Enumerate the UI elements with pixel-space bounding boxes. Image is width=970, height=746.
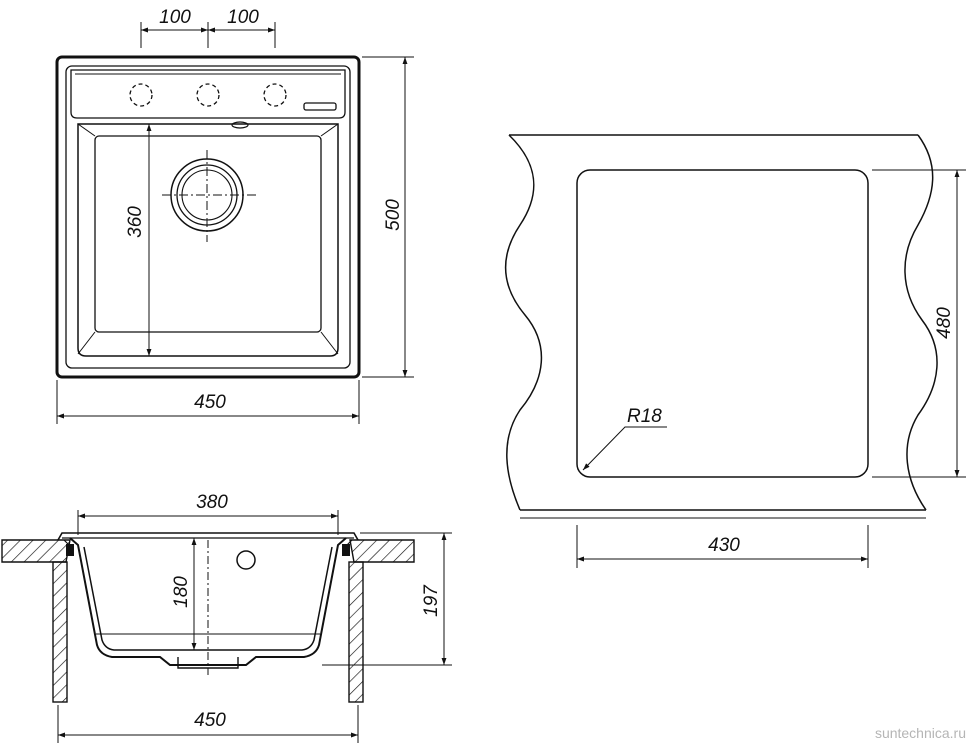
dim-overall-width: 450 xyxy=(194,392,226,413)
bowl-outer-edge xyxy=(77,123,339,357)
tap-hole-center xyxy=(196,83,220,107)
dim-bowl-width: 380 xyxy=(196,492,228,513)
dim-hole-spacing-right: 100 xyxy=(227,7,259,28)
dim-section-width: 450 xyxy=(194,710,226,731)
dim-overall-length: 500 xyxy=(383,199,404,231)
dim-corner-radius: R18 xyxy=(627,406,662,427)
watermark: suntechnica.ru xyxy=(875,725,966,741)
break-line-right xyxy=(904,134,938,511)
dim-hole-spacing-left: 100 xyxy=(159,7,191,28)
dim-overall-depth: 197 xyxy=(421,584,442,617)
dim-bowl-length: 360 xyxy=(125,206,146,238)
sink-section-view: 380 180 197 450 xyxy=(1,492,452,743)
countertop-left xyxy=(1,539,71,563)
overflow-slot xyxy=(303,102,337,111)
dim-cutout-width: 430 xyxy=(708,535,740,556)
countertop-cutout-view: 480 R18 430 xyxy=(504,134,966,568)
break-line-left xyxy=(504,134,543,511)
drain-core xyxy=(181,169,233,221)
sink-rim xyxy=(65,65,351,369)
countertop-right xyxy=(349,539,415,563)
tap-hole-left xyxy=(129,83,153,107)
sink-top-view: 100 100 360 500 450 xyxy=(55,7,414,424)
tap-hole-right xyxy=(263,83,287,107)
bowl-inner-edge xyxy=(94,135,322,333)
sink-outline xyxy=(55,55,361,379)
cutout-outline xyxy=(576,169,869,478)
bowl-section-inner xyxy=(83,546,333,651)
sink-flange xyxy=(57,532,359,541)
dim-cutout-length: 480 xyxy=(934,307,955,339)
tap-deck xyxy=(70,69,346,119)
overflow-hole xyxy=(236,550,256,570)
dim-bowl-depth: 180 xyxy=(171,576,192,608)
cabinet-wall-right xyxy=(348,561,364,703)
overflow-marker xyxy=(231,121,249,129)
cabinet-wall-left xyxy=(52,561,68,703)
